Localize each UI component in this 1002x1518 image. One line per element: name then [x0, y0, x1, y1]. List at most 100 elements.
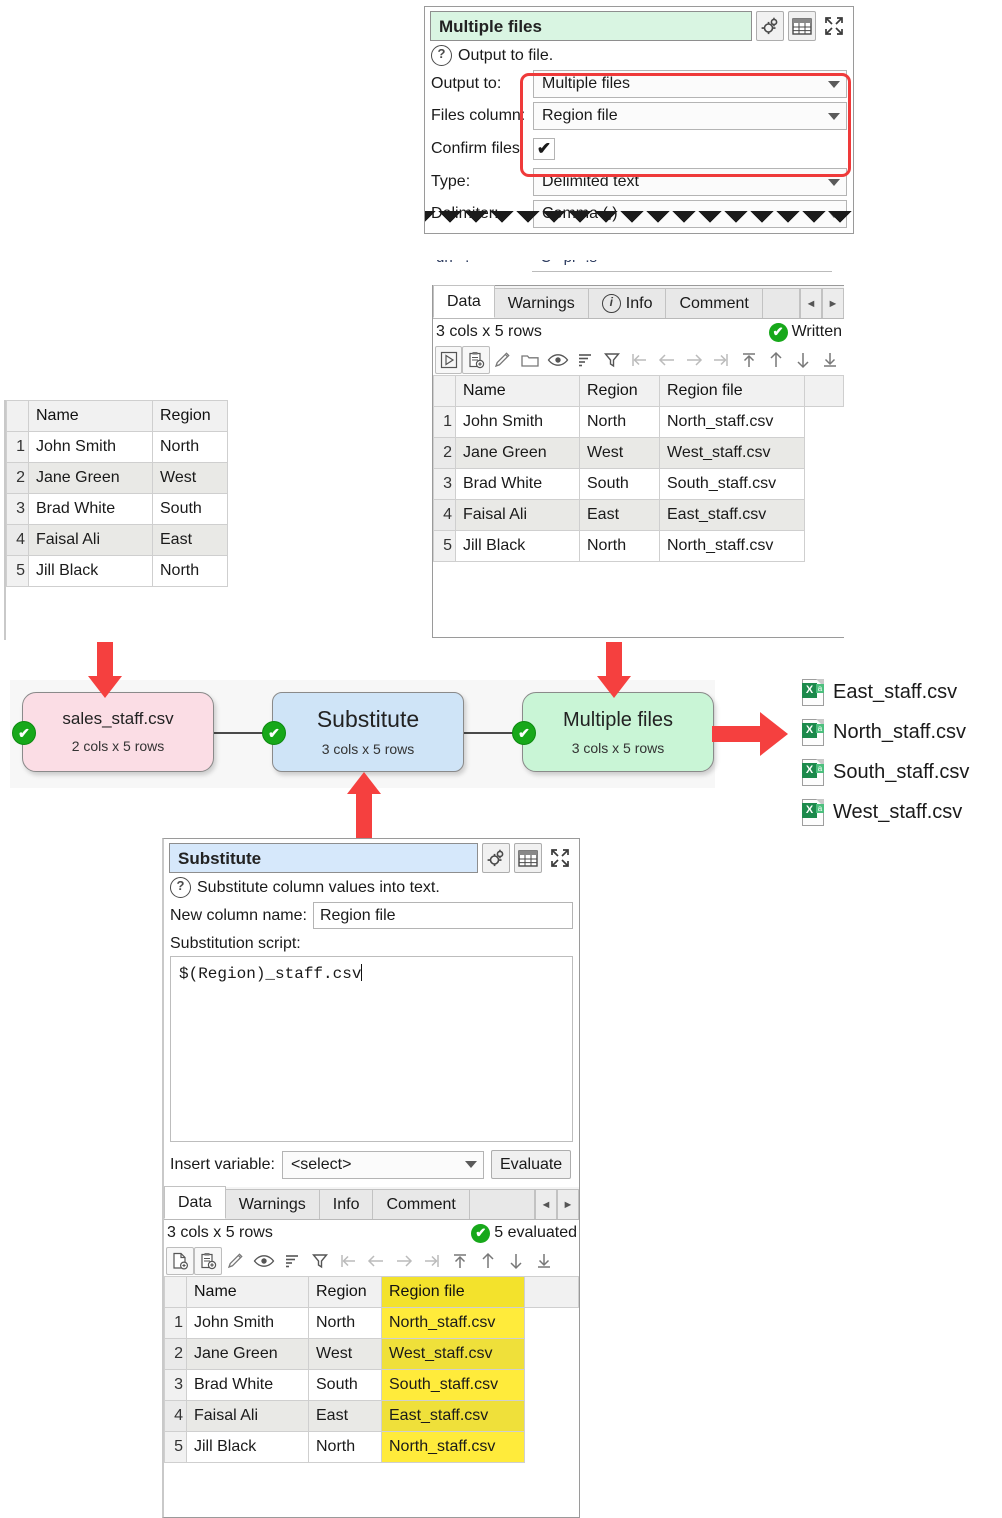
next-row-icon[interactable] — [502, 1247, 530, 1275]
sort-icon[interactable] — [278, 1247, 306, 1275]
table-cell[interactable]: John Smith — [455, 406, 580, 438]
new-file-icon[interactable] — [166, 1247, 194, 1275]
tab-comment[interactable]: Comment — [372, 1189, 470, 1219]
first-col-icon[interactable] — [334, 1247, 362, 1275]
type-select[interactable]: Delimited text — [533, 168, 847, 196]
col-header-region-file[interactable]: Region file — [381, 1276, 525, 1308]
col-header-region[interactable]: Region — [579, 375, 660, 407]
paste-icon[interactable] — [462, 346, 490, 374]
eye-icon[interactable] — [250, 1247, 278, 1275]
col-header-name[interactable]: Name — [186, 1276, 309, 1308]
col-header-name[interactable]: Name — [455, 375, 580, 407]
prev-row-icon[interactable] — [474, 1247, 502, 1275]
table-cell[interactable]: North_staff.csv — [381, 1307, 525, 1339]
tab-scroll-right-icon[interactable]: ► — [557, 1189, 579, 1219]
files-column-select[interactable]: Region file — [533, 102, 847, 130]
edit-icon[interactable] — [222, 1247, 250, 1275]
tab-warnings[interactable]: Warnings — [493, 288, 589, 318]
table-cell[interactable]: Brad White — [455, 468, 580, 500]
gear-icon[interactable] — [482, 843, 510, 873]
prev-col-icon[interactable] — [653, 346, 680, 374]
first-row-icon[interactable] — [446, 1247, 474, 1275]
table-cell[interactable]: Jane Green — [28, 462, 153, 494]
table-cell[interactable]: East — [152, 524, 228, 556]
table-icon[interactable] — [514, 843, 542, 873]
last-col-icon[interactable] — [418, 1247, 446, 1275]
table-cell[interactable]: East_staff.csv — [381, 1400, 525, 1432]
table-cell[interactable]: South — [152, 493, 228, 525]
tab-info[interactable]: i Info — [587, 288, 667, 318]
flow-node-source[interactable]: ✔ sales_staff.csv 2 cols x 5 rows — [12, 692, 214, 772]
tab-warnings[interactable]: Warnings — [224, 1189, 320, 1219]
table-cell[interactable]: Jane Green — [186, 1338, 309, 1370]
table-icon[interactable] — [788, 11, 816, 41]
prev-row-icon[interactable] — [762, 346, 789, 374]
prev-col-icon[interactable] — [362, 1247, 390, 1275]
table-cell[interactable]: North — [308, 1307, 382, 1339]
table-cell[interactable]: West — [579, 437, 660, 469]
table-cell[interactable]: North — [152, 431, 228, 463]
table-cell[interactable]: North — [152, 555, 228, 587]
table-cell[interactable]: Faisal Ali — [455, 499, 580, 531]
table-cell[interactable]: South — [579, 468, 660, 500]
insert-variable-select[interactable]: <select> — [281, 1150, 484, 1179]
tab-data[interactable]: Data — [164, 1186, 226, 1219]
paste-icon[interactable] — [194, 1247, 222, 1275]
tab-info[interactable]: Info — [318, 1189, 374, 1219]
folder-icon[interactable] — [517, 346, 544, 374]
confirm-files-checkbox[interactable]: ✔ — [533, 138, 555, 160]
table-cell[interactable]: West_staff.csv — [381, 1338, 525, 1370]
expand-icon[interactable] — [546, 843, 574, 873]
flow-node-substitute[interactable]: ✔ Substitute 3 cols x 5 rows — [262, 692, 464, 772]
filter-icon[interactable] — [306, 1247, 334, 1275]
filter-icon[interactable] — [599, 346, 626, 374]
last-row-icon[interactable] — [817, 346, 844, 374]
table-cell[interactable]: North — [308, 1431, 382, 1463]
table-cell[interactable]: South — [308, 1369, 382, 1401]
table-cell[interactable]: Jill Black — [186, 1431, 309, 1463]
table-cell[interactable]: Brad White — [186, 1369, 309, 1401]
table-cell[interactable]: John Smith — [28, 431, 153, 463]
table-cell[interactable]: South_staff.csv — [381, 1369, 525, 1401]
help-icon[interactable]: ? — [431, 45, 452, 66]
edit-icon[interactable] — [490, 346, 517, 374]
table-cell[interactable]: North — [579, 406, 660, 438]
tab-comment[interactable]: Comment — [665, 288, 763, 318]
last-col-icon[interactable] — [708, 346, 735, 374]
next-row-icon[interactable] — [789, 346, 816, 374]
col-header-region-file[interactable]: Region file — [659, 375, 805, 407]
table-cell[interactable]: West_staff.csv — [659, 437, 805, 469]
panel-title-field[interactable]: Substitute — [169, 843, 478, 873]
table-cell[interactable]: West — [152, 462, 228, 494]
tab-scroll-left-icon[interactable]: ◄ — [535, 1189, 557, 1219]
next-col-icon[interactable] — [390, 1247, 418, 1275]
tab-scroll-left-icon[interactable]: ◄ — [800, 288, 822, 318]
tab-scroll-right-icon[interactable]: ► — [822, 288, 844, 318]
table-cell[interactable]: Jill Black — [28, 555, 153, 587]
table-cell[interactable]: Jane Green — [455, 437, 580, 469]
table-cell[interactable]: North — [579, 530, 660, 562]
col-header-region[interactable]: Region — [308, 1276, 382, 1308]
run-icon[interactable] — [435, 346, 463, 374]
next-col-icon[interactable] — [680, 346, 707, 374]
evaluate-button[interactable]: Evaluate — [490, 1150, 572, 1179]
first-row-icon[interactable] — [735, 346, 762, 374]
table-cell[interactable]: North_staff.csv — [659, 406, 805, 438]
table-cell[interactable]: Faisal Ali — [28, 524, 153, 556]
table-cell[interactable]: North_staff.csv — [381, 1431, 525, 1463]
